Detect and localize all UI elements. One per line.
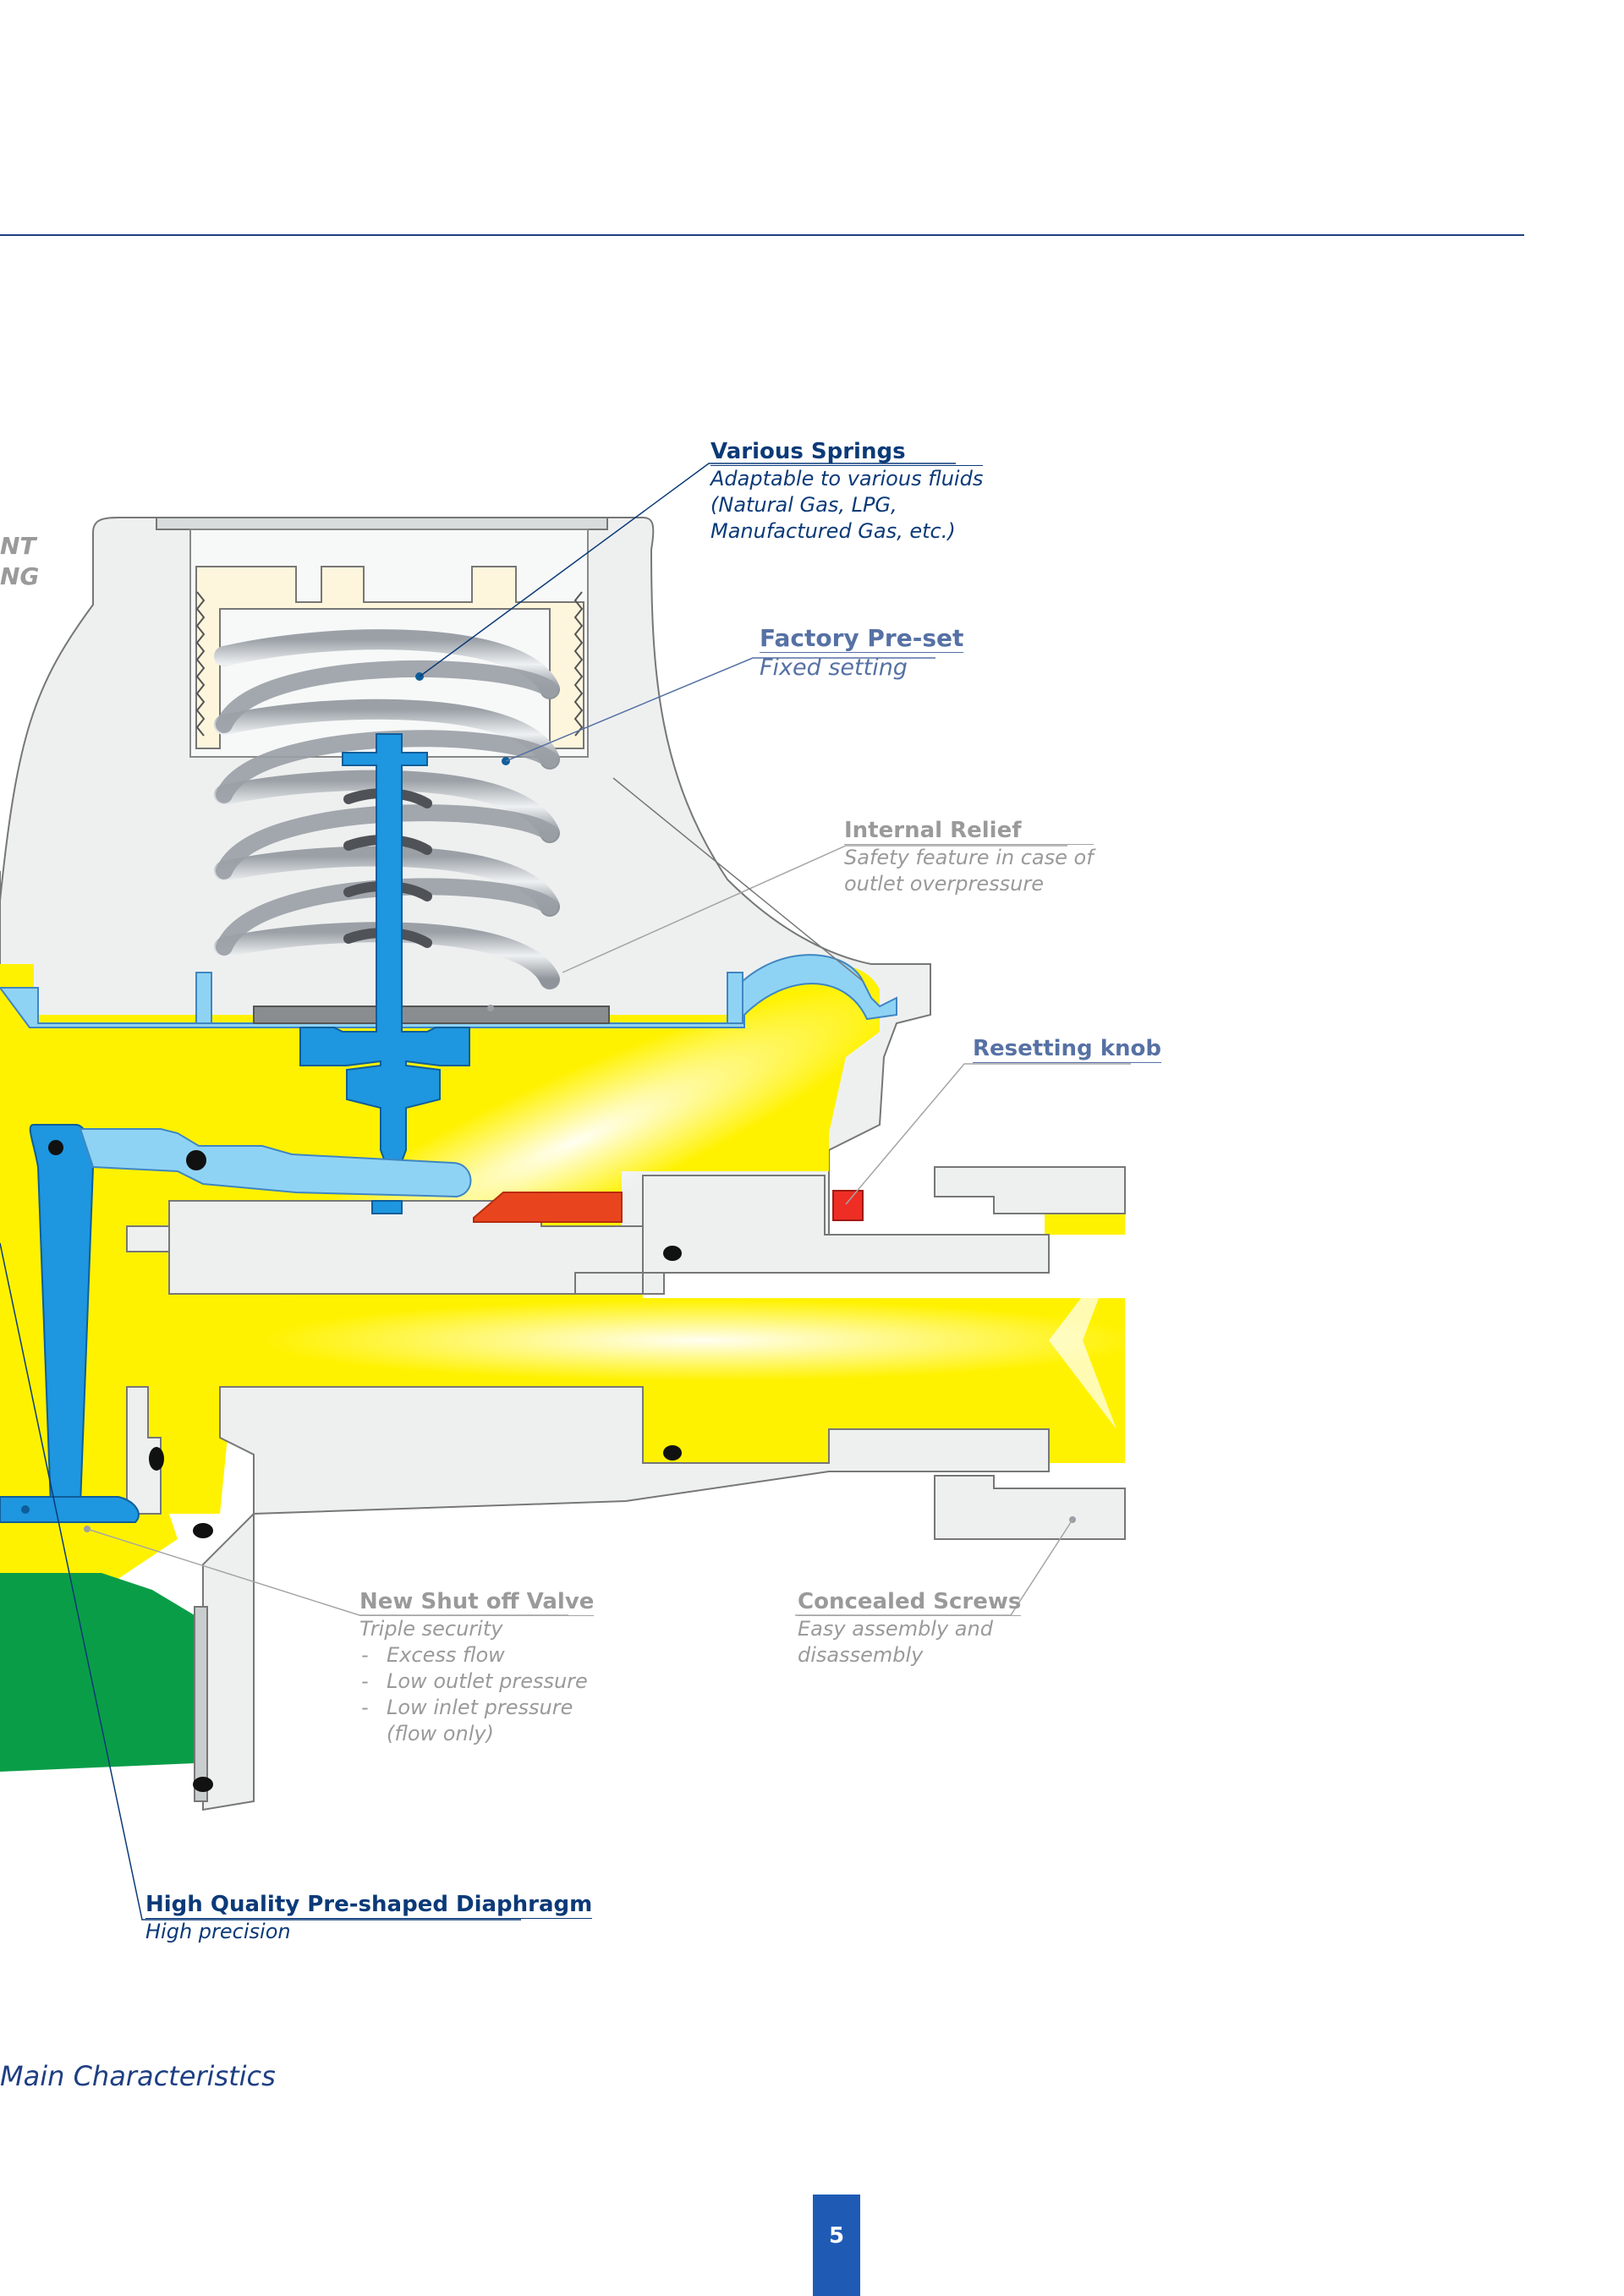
cut-off-heading-line2: NG (0, 562, 40, 590)
callout-title: Internal Relief (844, 817, 1094, 845)
callout-factory-preset: Factory Pre-set Fixed setting (760, 624, 964, 683)
callout-line: Adaptable to various fluids (710, 467, 984, 490)
relief-rod (473, 1192, 623, 1223)
callout-line: Manufactured Gas, etc.) (710, 519, 956, 543)
bullet-item: Excess flow (359, 1642, 594, 1669)
diaphragm-plate (0, 954, 897, 1028)
header-rule (0, 234, 1524, 236)
valve-stem (0, 733, 470, 1523)
outlet-body (126, 1166, 1126, 1811)
callout-resetting-knob: Resetting knob (973, 1035, 1161, 1063)
callout-title: Factory Pre-set (760, 624, 964, 653)
main-spring (214, 629, 560, 989)
callout-line: Safety feature in case of (844, 846, 1094, 869)
bullet-item: Low inlet pressure (359, 1695, 594, 1721)
shutoff-lever (79, 1128, 472, 1198)
callout-internal-relief: Internal Relief Safety feature in case o… (844, 817, 1094, 897)
section-title: Main Characteristics (0, 2060, 276, 2092)
callout-subtitle: Triple security (359, 1617, 503, 1641)
callout-line: Easy assembly and (798, 1617, 993, 1641)
cut-off-heading-line1: NT (0, 532, 36, 560)
callout-diaphragm: High Quality Pre-shaped Diaphragm High p… (145, 1891, 593, 1945)
callout-line: (Natural Gas, LPG, (710, 493, 897, 517)
callout-line: disassembly (798, 1643, 924, 1667)
o-rings (48, 1140, 682, 1792)
bullet-item: (flow only) (387, 1722, 494, 1745)
resetting-knob-cap (832, 1190, 864, 1221)
lower-chamber (0, 1573, 195, 1772)
callout-title: High Quality Pre-shaped Diaphragm (145, 1892, 593, 1919)
callout-bullet-list: Excess flow Low outlet pressure Low inle… (359, 1642, 594, 1747)
callout-title: Concealed Screws (798, 1589, 1022, 1616)
callout-various-springs: Various Springs Adaptable to various flu… (710, 438, 984, 545)
callout-title: Resetting knob (973, 1036, 1161, 1063)
callout-new-shutoff-valve: New Shut off Valve Triple security Exces… (359, 1588, 595, 1747)
bullet-item: Low outlet pressure (359, 1669, 594, 1695)
callout-title: New Shut off Valve (359, 1589, 595, 1616)
callout-line: outlet overpressure (844, 872, 1045, 896)
cut-off-heading: NT NG (0, 531, 39, 592)
page-number-badge: 5 (813, 2195, 860, 2296)
callout-concealed-screws: Concealed Screws Easy assembly and disas… (798, 1588, 1022, 1669)
callout-title: Various Springs (710, 438, 984, 466)
callout-line: High precision (145, 1920, 291, 1943)
callout-line: Fixed setting (760, 655, 908, 681)
